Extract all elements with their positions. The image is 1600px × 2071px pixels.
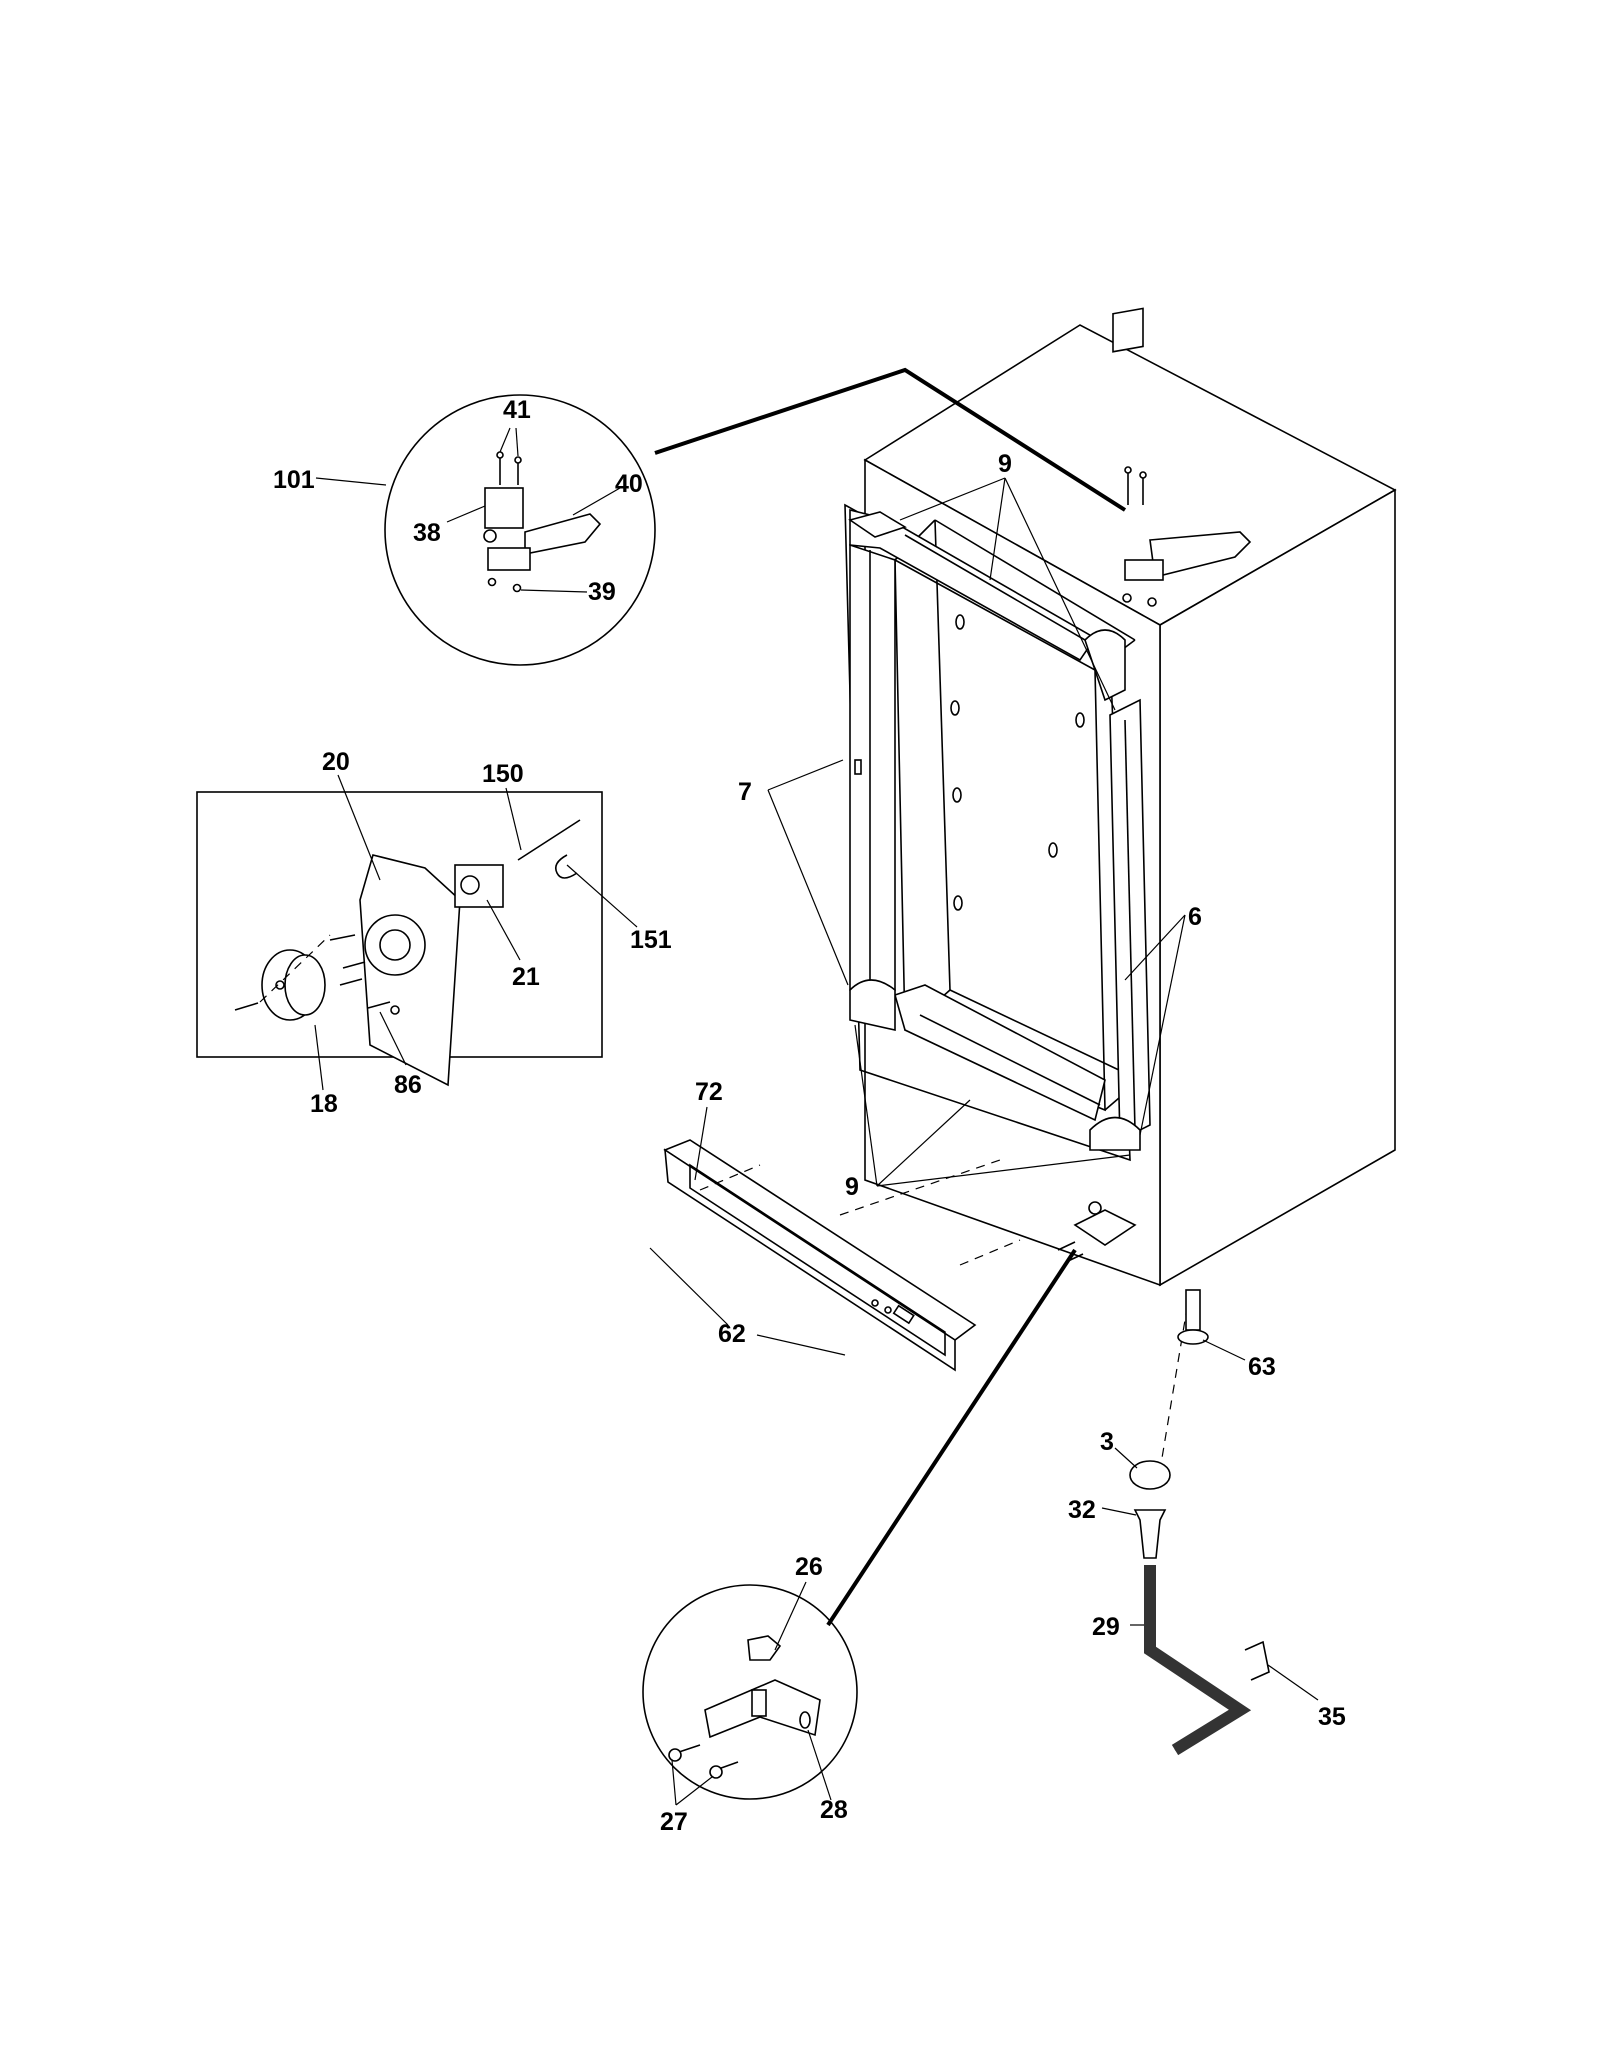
callout-9-top: 9 bbox=[998, 450, 1012, 478]
callout-150: 150 bbox=[482, 760, 524, 788]
callout-6: 6 bbox=[1188, 903, 1202, 931]
callout-63: 63 bbox=[1248, 1353, 1276, 1381]
callout-18: 18 bbox=[310, 1090, 338, 1118]
callout-41: 41 bbox=[503, 396, 531, 424]
bottom-hinge-assembly bbox=[826, 1201, 1137, 1627]
door-seals bbox=[848, 508, 1151, 1151]
callout-7: 7 bbox=[738, 778, 752, 806]
callout-151: 151 bbox=[630, 926, 672, 954]
leveling-parts bbox=[1129, 1289, 1270, 1756]
callout-21: 21 bbox=[512, 963, 540, 991]
kick-plate bbox=[663, 1139, 1021, 1372]
callout-72: 72 bbox=[695, 1078, 723, 1106]
callout-86: 86 bbox=[394, 1071, 422, 1099]
callout-20: 20 bbox=[322, 748, 350, 776]
callout-29: 29 bbox=[1092, 1613, 1120, 1641]
callout-39: 39 bbox=[588, 578, 616, 606]
callout-101: 101 bbox=[273, 466, 315, 494]
callout-3: 3 bbox=[1100, 1428, 1114, 1456]
callout-62: 62 bbox=[718, 1320, 746, 1348]
callout-9-bottom: 9 bbox=[845, 1173, 859, 1201]
callout-32: 32 bbox=[1068, 1496, 1096, 1524]
callout-40: 40 bbox=[615, 470, 643, 498]
callout-labels: 41 40 101 38 39 9 20 150 7 151 6 21 18 8… bbox=[273, 396, 1346, 1836]
detail-circle-bottom-hinge bbox=[642, 1584, 858, 1800]
callout-28: 28 bbox=[820, 1796, 848, 1824]
top-hinge-assembly bbox=[1112, 307, 1252, 607]
callout-38: 38 bbox=[413, 519, 441, 547]
detail-circle-top-hinge bbox=[384, 367, 1127, 666]
callout-27: 27 bbox=[660, 1808, 688, 1836]
callout-26: 26 bbox=[795, 1553, 823, 1581]
leader-lines bbox=[314, 427, 1319, 1806]
control-assembly-box bbox=[196, 791, 603, 1087]
callout-35: 35 bbox=[1318, 1703, 1346, 1731]
